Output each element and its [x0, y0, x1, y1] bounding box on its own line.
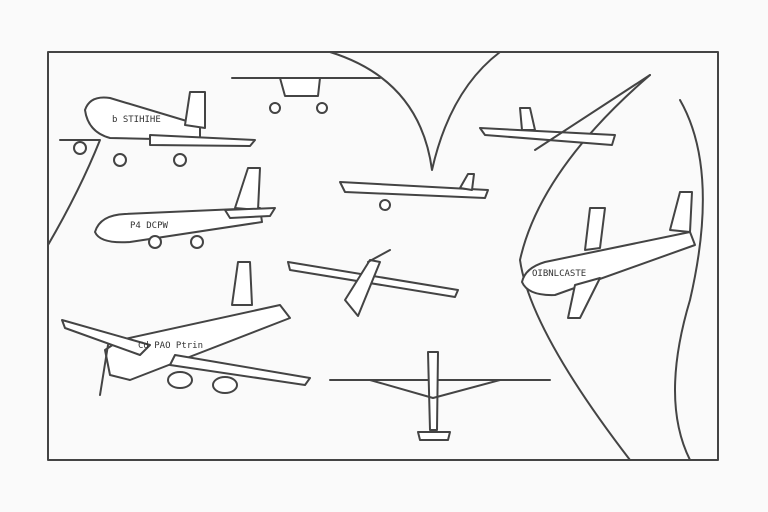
- divider-curve: [674, 99, 704, 461]
- divider-curve: [329, 51, 501, 171]
- frame-border: [47, 51, 719, 461]
- svg-text:OIBNLCASTE: OIBNLCASTE: [532, 269, 586, 279]
- plane-jet-mid-center: [339, 173, 489, 211]
- svg-text:P4 DCPW: P4 DCPW: [130, 221, 169, 231]
- plane-prop-mid-center: [287, 249, 459, 317]
- plane-turboprop-bottom-left: Cd PAO Ptrin: [61, 261, 311, 396]
- svg-text:b STIHIHE: b STIHIHE: [112, 115, 161, 125]
- svg-text:Cd PAO Ptrin: Cd PAO Ptrin: [138, 341, 203, 351]
- plane-glider-bottom-center: [369, 351, 501, 441]
- plane-jet-top-left: b STIHIHE: [73, 91, 256, 167]
- divider-curve: [47, 139, 101, 246]
- plane-jet-top-right: [479, 74, 651, 151]
- plane-jet-mid-left: P4 DCPW: [94, 167, 276, 249]
- plane-cargo-right: OIBNLCASTE: [521, 191, 696, 319]
- plane-prop-top: [231, 77, 381, 114]
